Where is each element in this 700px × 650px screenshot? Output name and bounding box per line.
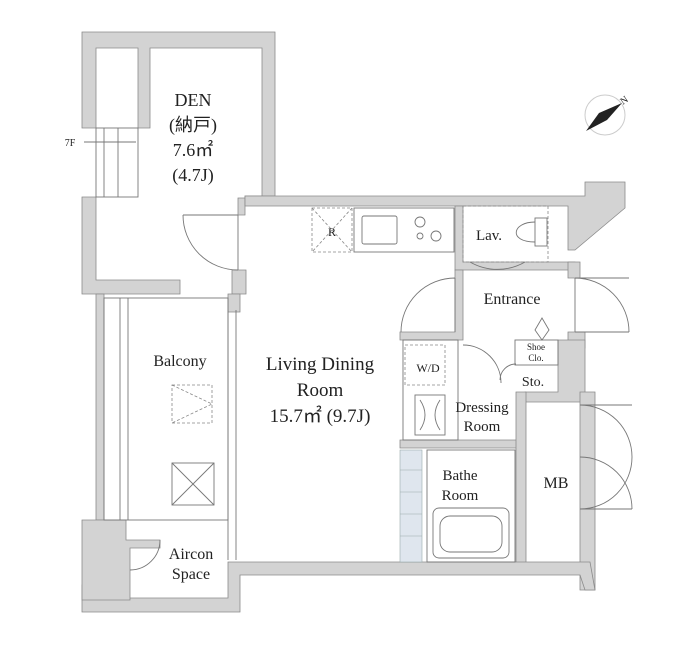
- aircon-door: [129, 539, 161, 571]
- balcony-label: Balcony: [153, 353, 206, 370]
- mb-door: [579, 456, 633, 510]
- entrance-label: Entrance: [484, 291, 541, 308]
- sink: [361, 215, 398, 245]
- lav-label: Lav.: [476, 228, 502, 244]
- balcony-left-wall: [95, 293, 105, 521]
- storage-door: [499, 363, 517, 381]
- laundry-area: [402, 339, 459, 441]
- walls: [81, 31, 626, 613]
- refrigerator-space: [311, 207, 353, 253]
- den-label: DEN: [175, 90, 212, 110]
- washer-dryer-space: [404, 344, 446, 386]
- entrance-inner-door: [400, 277, 456, 333]
- den-window: [95, 127, 139, 198]
- bath-tiles: [399, 449, 423, 563]
- stove-burner: [430, 230, 442, 242]
- entrance-right-wall: [567, 261, 581, 279]
- aircon-label: Aircon: [169, 546, 213, 563]
- shoe-closet-door: [534, 317, 550, 341]
- dressing-wall: [399, 439, 521, 449]
- vanity: [414, 394, 446, 436]
- bathtub-inner: [439, 515, 503, 553]
- mb-door: [579, 404, 633, 458]
- living-area: 15.7㎡ (9.7J): [270, 404, 371, 427]
- living-label: Living Dining: [266, 354, 375, 375]
- bottom-wall: [81, 561, 596, 613]
- fixtures: [84, 127, 633, 571]
- shoe-closet-label: Shoe: [527, 342, 545, 352]
- living-label-2: Room: [297, 380, 344, 401]
- aircon-wall: [81, 519, 161, 601]
- north-arrow-icon: [586, 103, 622, 131]
- bath-label-2: Room: [442, 488, 479, 504]
- front-door: [574, 277, 630, 333]
- dressing-door: [462, 344, 502, 384]
- den-left-lower-wall: [81, 196, 181, 295]
- vanity-basin: [419, 399, 441, 431]
- stove-burner: [416, 232, 424, 240]
- mb-label: MB: [544, 475, 569, 492]
- lav-door: [469, 261, 526, 270]
- top-wall: [244, 181, 626, 251]
- bath-right-wall: [515, 391, 527, 566]
- den-area: 7.6㎡: [173, 139, 214, 160]
- den-door: [182, 214, 239, 271]
- dressing-label: Dressing: [455, 400, 509, 416]
- lav-room: [462, 205, 549, 263]
- compass: N: [584, 94, 631, 136]
- bathtub: [432, 507, 510, 559]
- balcony-fixture-mark: [171, 384, 213, 424]
- bath-room: [426, 449, 516, 563]
- kitchen-partition: [399, 269, 464, 341]
- room-labels: DEN (納戸) 7.6㎡ (4.7J) 7F R Lav. Entrance …: [65, 90, 569, 583]
- shoe-closet-label-2: Clo.: [528, 353, 543, 363]
- aircon-cross: [171, 462, 215, 506]
- mb-right-wall: [579, 391, 596, 591]
- living-left-wall: [227, 293, 241, 313]
- bath-label: Bathe: [443, 468, 478, 484]
- compass-label: N: [618, 94, 630, 107]
- aircon-unit: [171, 462, 215, 506]
- compass-ring: [584, 94, 626, 136]
- den-jo: (4.7J): [172, 165, 214, 186]
- storage-label: Sto.: [522, 375, 544, 390]
- dressing-label-2: Room: [464, 419, 501, 435]
- den-label-jp: (納戸): [169, 115, 217, 136]
- balcony-area: [103, 297, 229, 521]
- toilet-bowl: [515, 221, 536, 243]
- refrigerator-label: R: [328, 225, 336, 239]
- shoe-closet: [514, 339, 559, 366]
- wd-label: W/D: [416, 361, 440, 375]
- den-wall-right-lower: [231, 269, 247, 295]
- kitchen-counter: [353, 207, 455, 253]
- balcony-fixture: [171, 384, 213, 424]
- aircon-label-2: Space: [172, 566, 210, 583]
- lav-wall: [454, 205, 576, 271]
- toilet-tank: [534, 217, 548, 247]
- floor-marker: 7F: [65, 138, 76, 149]
- mb-door: [579, 456, 633, 510]
- stove-burner: [414, 216, 426, 228]
